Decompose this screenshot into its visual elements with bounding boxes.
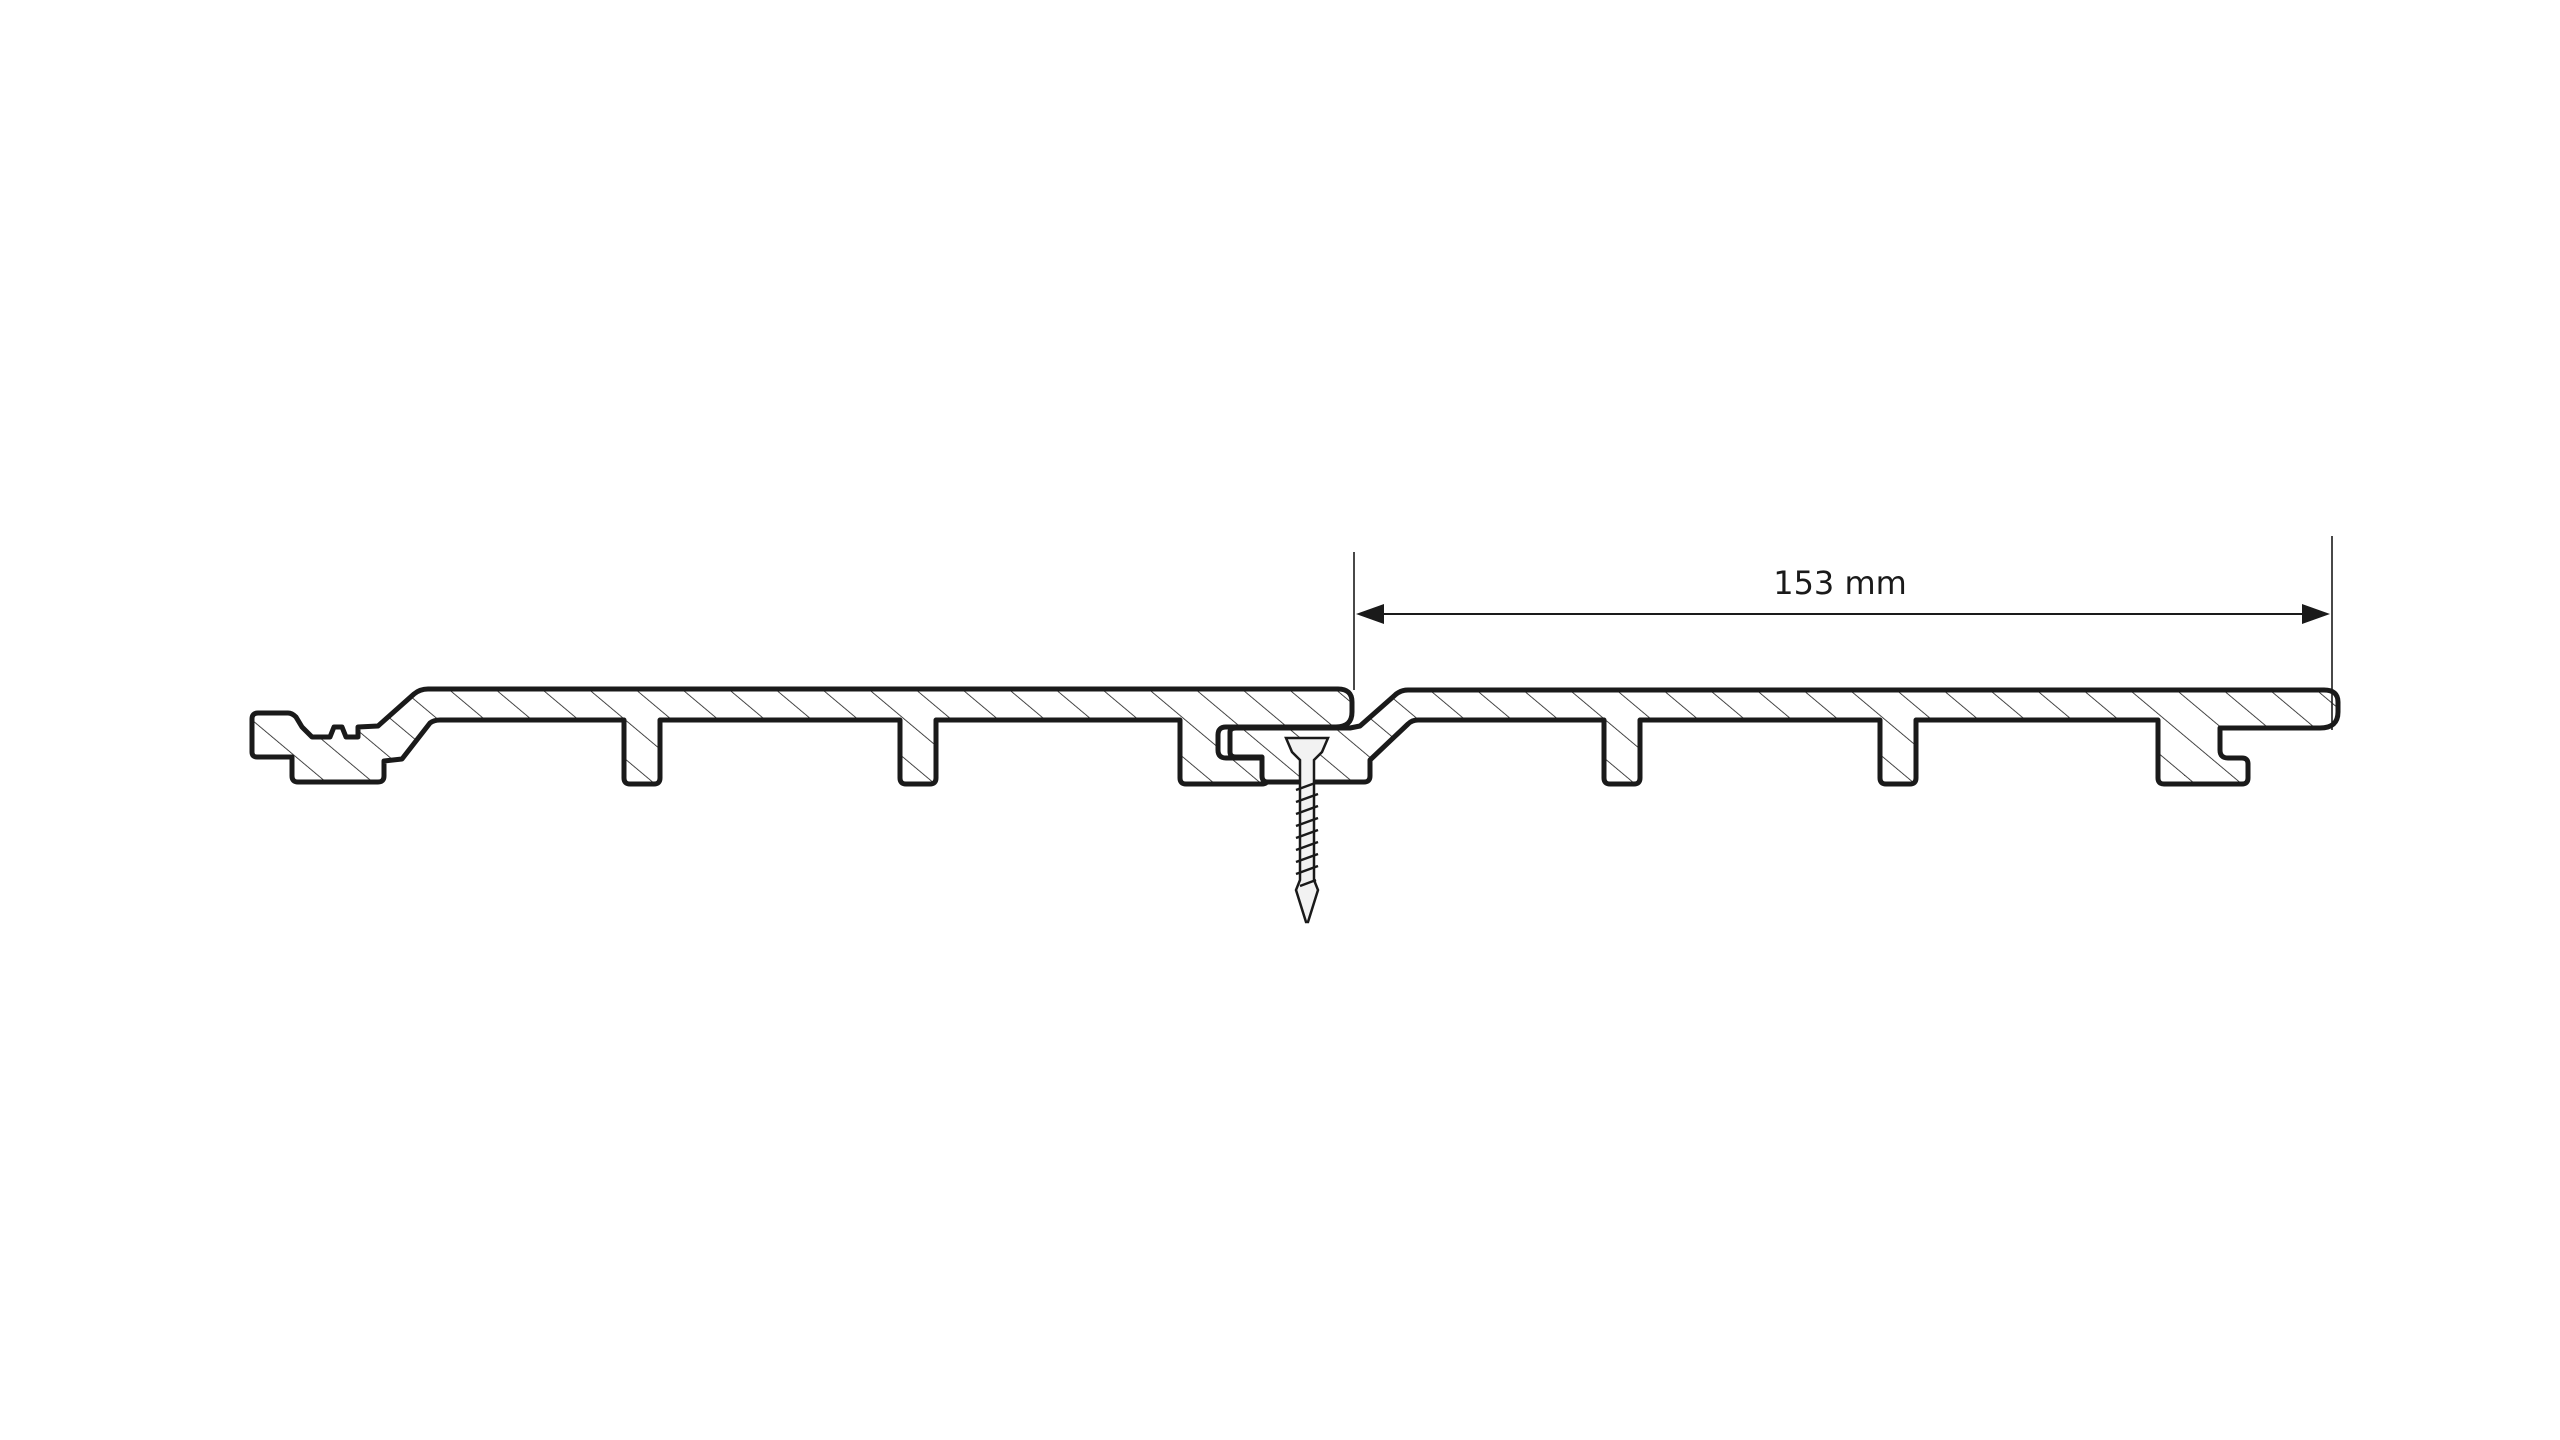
left-board-profile	[249, 686, 1355, 787]
dimension-arrow-right	[2302, 604, 2330, 624]
width-dimension: 153 mm	[1353, 536, 2333, 730]
screw-icon	[1284, 736, 1330, 924]
dimension-arrow-left	[1356, 604, 1384, 624]
right-board-profile	[1227, 687, 2341, 787]
dimension-label: 153 mm	[1773, 564, 1907, 602]
